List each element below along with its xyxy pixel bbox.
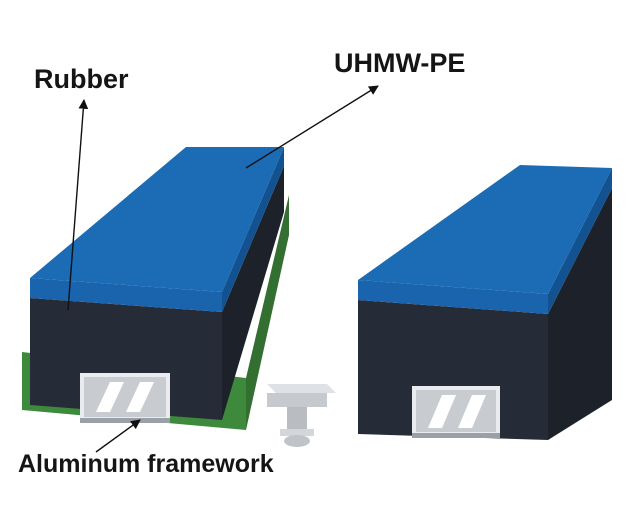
uhmw-pe-label: UHMW-PE — [334, 48, 466, 78]
rubber-leader-line — [67, 99, 89, 311]
right-aluminum-profile — [412, 386, 500, 438]
right-fender-block — [358, 165, 612, 440]
uhmw-leader-line — [245, 85, 379, 169]
right-rubber-side-face — [548, 188, 612, 440]
left-aluminum-profile — [80, 373, 170, 423]
left-uhmw-top-face — [30, 147, 284, 292]
left-rubber-side-face — [222, 166, 284, 420]
aluminum-framework-label: Aluminum framework — [18, 450, 274, 478]
left-uhmw-front-strip — [30, 278, 222, 312]
t-bolt — [267, 384, 336, 447]
left-uhmw-side-strip — [222, 147, 284, 312]
right-uhmw-side-strip — [548, 168, 612, 314]
aluminum-leader-line — [95, 419, 141, 453]
right-uhmw-front-strip — [358, 280, 548, 314]
left-rubber-front-face — [30, 298, 222, 420]
right-rubber-front-face — [358, 300, 548, 440]
aluminum-frame-side — [246, 195, 289, 430]
left-fender-block — [22, 147, 289, 430]
right-uhmw-top-face — [358, 165, 612, 294]
rubber-label: Rubber — [34, 64, 129, 94]
